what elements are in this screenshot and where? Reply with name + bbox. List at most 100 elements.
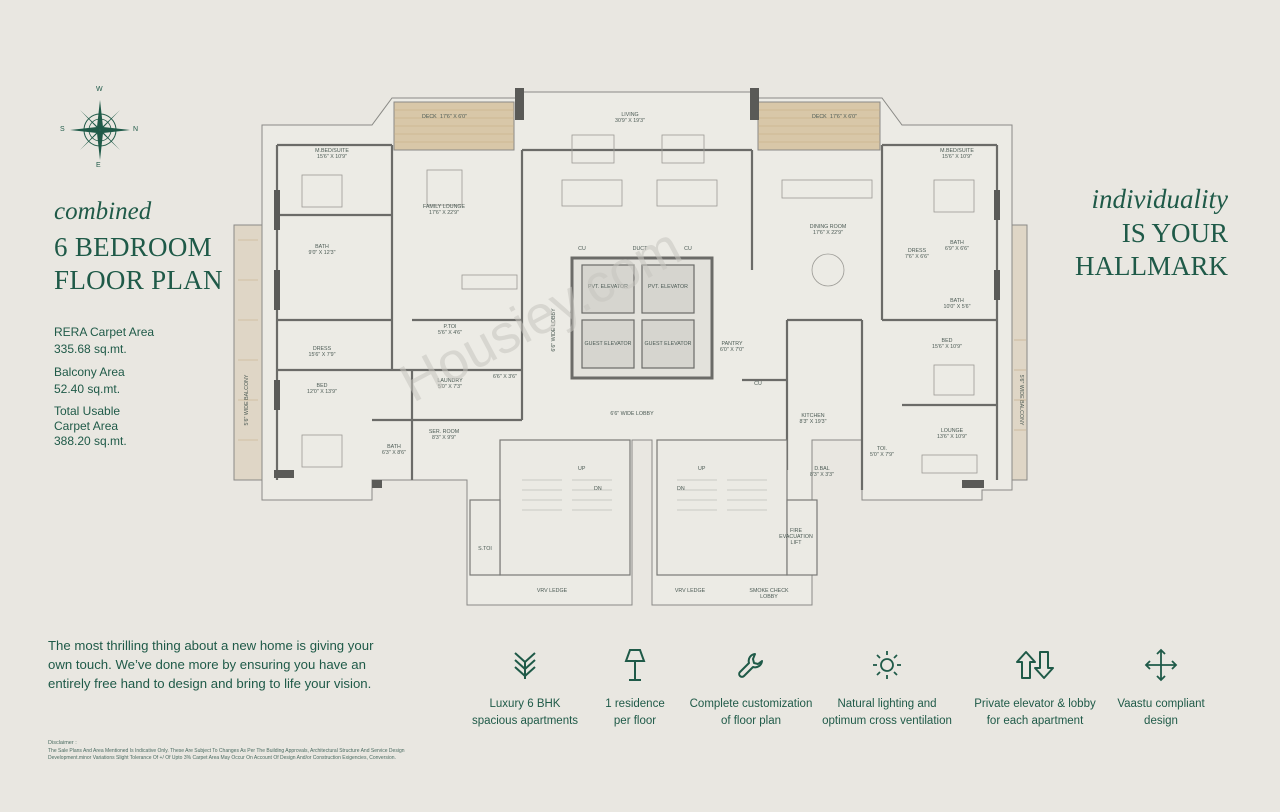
balcony-label: Balcony Area: [54, 365, 125, 379]
dim-kitchen: 8'3" X 19'3": [800, 419, 827, 425]
label-bed-left: BED: [317, 383, 328, 389]
label-bath-right-2: BATH: [950, 298, 964, 304]
label-cu-kitchen: CU: [754, 381, 762, 387]
compass-rose: W E S N: [60, 86, 139, 169]
label-deck-right: DECK: [812, 114, 827, 120]
move-arrows-icon: [1144, 648, 1178, 682]
dim-ptoi: 5'6" X 4'6": [438, 330, 462, 336]
dim-dbal: 8'3" X 3'3": [810, 472, 834, 478]
feature-luxury: Luxury 6 BHK spacious apartments: [455, 648, 595, 730]
usable-label-2: Carpet Area: [54, 419, 119, 433]
rera-label: RERA Carpet Area: [54, 325, 155, 339]
label-bed-right: BED: [942, 338, 953, 344]
feature-customization-line1: Complete customization: [689, 698, 813, 710]
compass-n: N: [133, 126, 139, 133]
label-stoi: S.TOI: [478, 546, 492, 552]
compass-icon: [70, 100, 130, 160]
label-fire-lift-2: EVACUATION: [779, 534, 813, 540]
compass-e: E: [96, 162, 101, 169]
dim-pantry: 6'0" X 7'0": [720, 347, 744, 353]
feature-residence-line1: 1 residence: [605, 698, 665, 710]
label-bath-bottom: BATH: [387, 444, 401, 450]
label-smoke-check-2: LOBBY: [760, 594, 778, 600]
usable-label-1: Total Usable: [54, 404, 121, 418]
dim-bath-left: 9'0" X 12'3": [309, 250, 336, 256]
dim-dress-left: 15'6" X 7'9": [309, 352, 336, 358]
label-dress-right: DRESS: [908, 248, 927, 254]
label-mbed-left: M.BED/SUITE: [315, 148, 349, 154]
label-family-lounge: FAMILY LOUNGE: [423, 204, 466, 210]
dim-living: 30'9" X 19'3": [615, 118, 645, 124]
label-dn-right: DN: [677, 486, 685, 492]
balcony-value: 52.40 sq.mt.: [54, 382, 121, 396]
label-bath-right: BATH: [950, 240, 964, 246]
dim-bed-right: 15'6" X 10'9": [932, 344, 962, 350]
label-vrv-left: VRV LEDGE: [537, 588, 568, 594]
arrows-up-down-icon: [1016, 651, 1054, 679]
feature-vaastu-line2: design: [1144, 715, 1178, 727]
title-line-2: FLOOR PLAN: [54, 265, 223, 295]
label-dn-left: DN: [594, 486, 602, 492]
label-laundry: LAUNDRY: [437, 378, 463, 384]
feature-residence: 1 residence per floor: [565, 648, 705, 730]
label-bath-left: BATH: [315, 244, 329, 250]
feature-lighting-line1: Natural lighting and: [837, 698, 937, 710]
dim-bath-right: 6'9" X 6'6": [945, 246, 969, 252]
label-up-left: UP: [578, 466, 586, 472]
feature-lighting: Natural lighting and optimum cross ventil…: [817, 648, 957, 730]
label-guest-elevator-1: GUEST ELEVATOR: [585, 341, 632, 347]
compass-s: S: [60, 126, 65, 133]
dim-deck-right: 17'6" X 6'0": [830, 114, 857, 120]
label-cu-right: CU: [684, 246, 692, 252]
label-up-right: UP: [698, 466, 706, 472]
label-fire-lift-3: LIFT: [791, 540, 803, 546]
feature-customization-line2: of floor plan: [720, 715, 782, 727]
rera-value: 335.68 sq.mt.: [54, 342, 127, 356]
lamp-icon: [624, 649, 646, 681]
dim-bed-left: 12'0" X 13'9": [307, 389, 337, 395]
floor-plan: LIVING 30'9" X 19'3" DECK 17'6" X 6'0" D…: [233, 88, 1028, 606]
dim-small-room: 6'6" X 3'6": [493, 374, 517, 380]
wrench-icon: [738, 653, 763, 678]
label-mbed-right: M.BED/SUITE: [940, 148, 974, 154]
label-fire-lift-1: FIRE: [790, 528, 803, 534]
dim-dining: 17'6" X 22'9": [813, 230, 843, 236]
label-balcony-left: 5'6" WIDE BALCONY: [244, 374, 250, 425]
feature-vaastu-line1: Vaastu compliant: [1117, 698, 1205, 710]
label-duct: DUCT: [633, 246, 648, 252]
label-dress-left: DRESS: [313, 346, 332, 352]
grain-icon: [514, 652, 536, 679]
feature-luxury-line1: Luxury 6 BHK: [489, 698, 561, 710]
label-smoke-check-1: SMOKE CHECK: [749, 588, 789, 594]
label-cu-left: CU: [578, 246, 586, 252]
label-ptoi: P.TOI: [443, 324, 456, 330]
dim-toi: 5'0" X 7'9": [870, 452, 894, 458]
label-balcony-right: 5'6" WIDE BALCONY: [1018, 375, 1024, 426]
feature-elevator-line2: for each apartment: [986, 715, 1084, 727]
feature-vaastu: Vaastu compliant design: [1091, 648, 1231, 730]
feature-luxury-line2: spacious apartments: [471, 715, 579, 727]
disclaimer-title: Disclaimer :: [48, 740, 77, 746]
dim-bath-right-2: 10'0" X 5'6": [944, 304, 971, 310]
sun-icon: [873, 651, 901, 679]
dim-servant-room: 8'3" X 9'9": [432, 435, 456, 441]
feature-elevator-line1: Private elevator & lobby: [974, 698, 1096, 710]
label-wide-lobby-vertical: 6'6" WIDE LOBBY: [551, 308, 557, 352]
dim-deck-left: 17'6" X 6'0": [440, 114, 467, 120]
label-pantry: PANTRY: [722, 341, 743, 347]
label-wide-lobby: 6'6" WIDE LOBBY: [610, 411, 654, 417]
disclaimer-text: The Sale Plans And Area Mentioned Is Ind…: [48, 748, 405, 761]
label-toi: TOI.: [877, 446, 887, 452]
feature-residence-line2: per floor: [613, 715, 657, 727]
label-guest-elevator-2: GUEST ELEVATOR: [645, 341, 692, 347]
label-kitchen: KITCHEN: [801, 413, 824, 419]
dim-dress-right: 7'6" X 6'6": [905, 254, 929, 260]
label-lounge: LOUNGE: [941, 428, 964, 434]
label-deck-left: DECK: [422, 114, 437, 120]
label-pvt-elevator-2: PVT. ELEVATOR: [648, 284, 688, 290]
label-dbal: D.BAL: [814, 466, 829, 472]
feature-elevator: Private elevator & lobby for each apartme…: [965, 648, 1105, 730]
feature-lighting-line2: optimum cross ventilation: [822, 715, 952, 727]
dim-mbed-left: 15'6" X 10'9": [317, 154, 347, 160]
label-dining: DINING ROOM: [810, 224, 847, 230]
